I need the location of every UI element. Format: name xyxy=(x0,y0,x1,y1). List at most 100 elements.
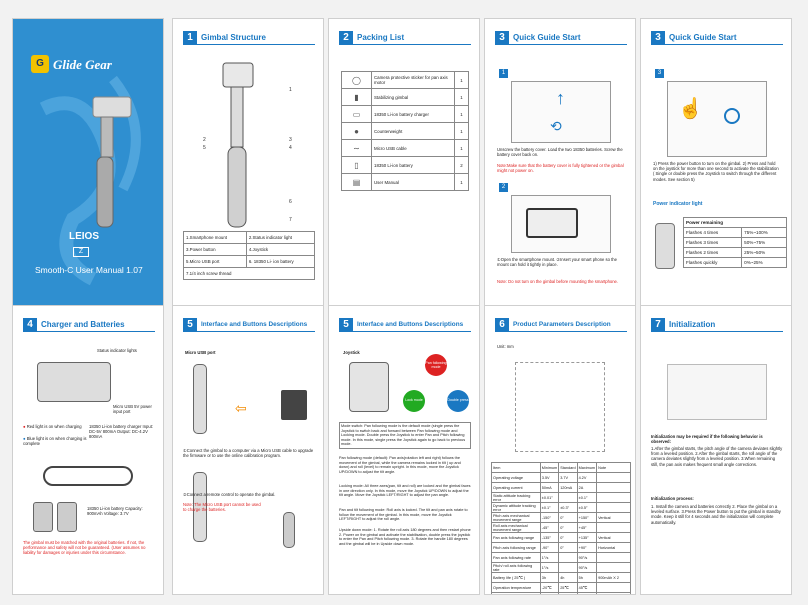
spec-cell: -90° xyxy=(539,542,560,553)
spec-cell: 1°/s xyxy=(539,552,560,563)
spec-cell: ±0.01° xyxy=(539,492,560,503)
flash-cell: Flashes quickly xyxy=(682,257,743,268)
status-lights-label: Status indicator lights xyxy=(97,348,137,353)
usb-cable-image xyxy=(43,466,133,486)
spec-cell: Pitch axis mechanical movement range xyxy=(491,512,541,523)
spec-cell: Battery life ( 25℃ ) xyxy=(491,572,541,583)
pan-following-text: Pan following mode (default): Pan axis(r… xyxy=(339,456,461,474)
section-number: 1 xyxy=(183,30,197,45)
section-number: 7 xyxy=(651,317,665,332)
quick-guide-page-1: 3 Quick Guide Start 1 ↑ ⟲ Unscrew the ba… xyxy=(484,18,636,308)
joystick-title: Joystick xyxy=(343,350,360,355)
spec-cell xyxy=(539,592,560,594)
spec-cell xyxy=(596,482,631,493)
packing-table: ◯Camera protective sticker for pan axis … xyxy=(341,71,469,191)
spec-cell: 2A xyxy=(576,482,598,493)
upside-down-text: Upside down mode: 1. Rotate the roll axi… xyxy=(339,528,471,546)
part-cell: 5.Micro USB port xyxy=(183,255,247,268)
spec-cell xyxy=(596,522,631,533)
gimbal-thumbnail-icon xyxy=(655,223,675,269)
spec-cell: ±0.3° xyxy=(558,502,578,513)
initialization-page: 7 Initialization Initialization may be r… xyxy=(640,305,792,595)
section-header: 7 Initialization xyxy=(651,317,783,332)
flash-cell: Flashes 2 times xyxy=(682,247,743,258)
spec-cell: -45° xyxy=(539,522,560,533)
table-row: ◯Camera protective sticker for pan axis … xyxy=(341,71,469,89)
section-title: Interface and Buttons Descriptions xyxy=(201,321,308,328)
flash-cell: Flashes 3 times xyxy=(682,237,743,248)
section-title: Product Parameters Description xyxy=(513,321,611,328)
spec-cell: 3.5V xyxy=(539,472,560,483)
power-button-icon xyxy=(724,108,740,124)
section-number: 3 xyxy=(495,30,509,45)
mode-bubble-lock: Lock mode xyxy=(403,390,425,412)
spec-cell: 0° xyxy=(558,512,578,523)
battery-image xyxy=(33,502,53,532)
brand-name: Glide Gear xyxy=(53,57,112,72)
percent-cell: 0%~25% xyxy=(741,257,787,268)
init-process: 1. Install the camera and batteries corr… xyxy=(651,504,781,525)
section-header: 4 Charger and Batteries xyxy=(23,317,155,332)
part-cell: 7.1/4 inch screw thread xyxy=(183,267,315,280)
phone-mount-image xyxy=(511,195,611,253)
warning-text: The gimbal must be matched with the orig… xyxy=(23,540,146,556)
spec-cell: 4.2V xyxy=(576,472,598,483)
sticker-icon: ◯ xyxy=(341,71,372,89)
spec-cell xyxy=(558,552,578,563)
usb-note: Note: The Micro USB port cannot be used … xyxy=(183,502,261,513)
spec-cell: 0° xyxy=(558,522,578,533)
spec-cell xyxy=(596,502,631,513)
charger-spec: 18350 Li-ion battery charger Input: DC-5… xyxy=(89,424,154,440)
step2-note: Note: Do not turn on the gimbal before m… xyxy=(497,279,619,284)
callout-6: 6 xyxy=(289,199,292,205)
spec-cell: ±0.1° xyxy=(576,492,598,503)
red-light-label: Red light is on when charging xyxy=(26,424,82,429)
callout-3: 3 xyxy=(289,137,292,143)
spec-cell: +135° xyxy=(576,532,598,543)
packing-list-page: 2 Packing List ◯Camera protective sticke… xyxy=(328,18,480,308)
quick-guide-page-2: 3 Quick Guide Start 3 ☝ 1) Press the pow… xyxy=(640,18,792,308)
spec-cell: 90°/s xyxy=(576,552,598,563)
section-number: 2 xyxy=(339,30,353,45)
item-cell: Micro USB cable xyxy=(371,139,455,157)
spec-cell xyxy=(596,562,631,573)
spec-cell: 25℃ xyxy=(558,582,578,593)
battery-icon: ▯ xyxy=(341,156,372,174)
counterweight-icon: ● xyxy=(341,122,372,140)
spec-cell: Horizontal xyxy=(596,542,631,553)
gimbal-diagram xyxy=(222,62,254,228)
spec-cell: 0° xyxy=(558,532,578,543)
init-intro: Initialization may be required if the fo… xyxy=(651,434,763,445)
mode-bubble-double: Double press xyxy=(447,390,469,412)
init-gimbal-image xyxy=(667,364,767,420)
section-number: 3 xyxy=(651,30,665,45)
charger-image xyxy=(37,362,111,402)
table-row: Pitch axis following range-90°0°+90°Hori… xyxy=(491,542,631,553)
qty-cell: 1 xyxy=(454,173,469,191)
spec-cell: -150° xyxy=(539,512,560,523)
callout-5: 5 xyxy=(203,145,206,151)
table-row: Dynamic attitude tracking error±0.1°±0.3… xyxy=(491,502,631,513)
item-cell: Counterweight xyxy=(371,122,455,140)
qty-cell: 1 xyxy=(454,88,469,106)
spec-cell: 4h xyxy=(558,572,578,583)
rotate-arrow-icon: ⟲ xyxy=(550,118,562,134)
spec-table: Item Minimum Standard Maximum Note Opera… xyxy=(491,462,631,594)
mode-bubble-pan: Pan following mode xyxy=(425,354,447,376)
battery-image-2 xyxy=(57,502,77,532)
spec-cell: 3h xyxy=(539,572,560,583)
part-cell: 4.Joystick xyxy=(245,243,316,256)
spec-cell: Pan axis following range xyxy=(491,532,541,543)
usb-section-title: Micro USB port xyxy=(185,350,216,355)
flash-cell: Flashes 4 times xyxy=(682,227,743,238)
table-row: Static attitude tracking error±0.01°±0.1… xyxy=(491,492,631,503)
item-cell: Camera protective sticker for pan axis m… xyxy=(371,71,455,89)
